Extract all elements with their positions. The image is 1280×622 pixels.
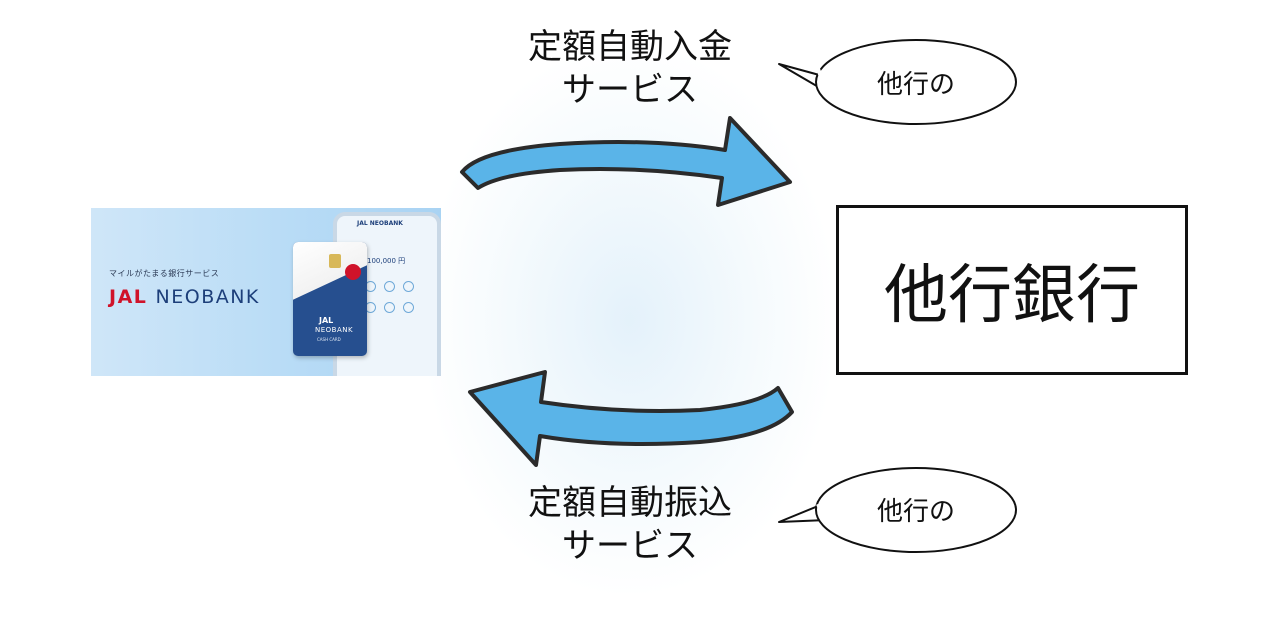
top-speech-bubble <box>778 39 1017 125</box>
other-bank-label: 他行銀行 <box>884 259 1140 333</box>
logo-neobank: NEOBANK <box>155 286 260 308</box>
card-chip-icon <box>329 254 341 268</box>
bottom-bubble-text: 他行の <box>876 497 955 527</box>
background-glow <box>420 40 840 600</box>
banner-logo: JAL NEOBANK <box>109 286 260 308</box>
top-service-label: 定額自動入金 サービス <box>480 26 780 112</box>
bottom-label-line1: 定額自動振込 <box>528 483 732 523</box>
bottom-speech-bubble <box>778 467 1017 553</box>
phone-title: JAL NEOBANK <box>357 220 403 227</box>
jal-crane-logo-icon <box>345 264 361 280</box>
phone-amount: 100,000 円 <box>367 257 406 265</box>
banner-tagline: マイルがたまる銀行サービス <box>109 269 220 278</box>
card-jal-text: JAL <box>319 316 334 325</box>
card-sub-text: CASH CARD <box>317 337 341 342</box>
bottom-service-label: 定額自動振込 サービス <box>480 482 780 568</box>
logo-jal: JAL <box>109 286 148 308</box>
card-neobank-text: NEOBANK <box>315 326 354 334</box>
phone-menu-icons <box>361 278 421 320</box>
top-arrow <box>460 116 792 207</box>
bottom-arrow <box>468 370 794 467</box>
top-label-line1: 定額自動入金 <box>528 27 732 67</box>
top-label-line2: サービス <box>562 70 698 110</box>
top-bubble-text: 他行の <box>876 70 955 100</box>
other-bank-box: 他行銀行 <box>836 205 1188 375</box>
jal-neobank-banner: マイルがたまる銀行サービス JAL NEOBANK JAL NEOBANK 10… <box>91 208 441 376</box>
cash-card: JAL NEOBANK CASH CARD <box>293 242 367 356</box>
bottom-label-line2: サービス <box>562 526 698 566</box>
